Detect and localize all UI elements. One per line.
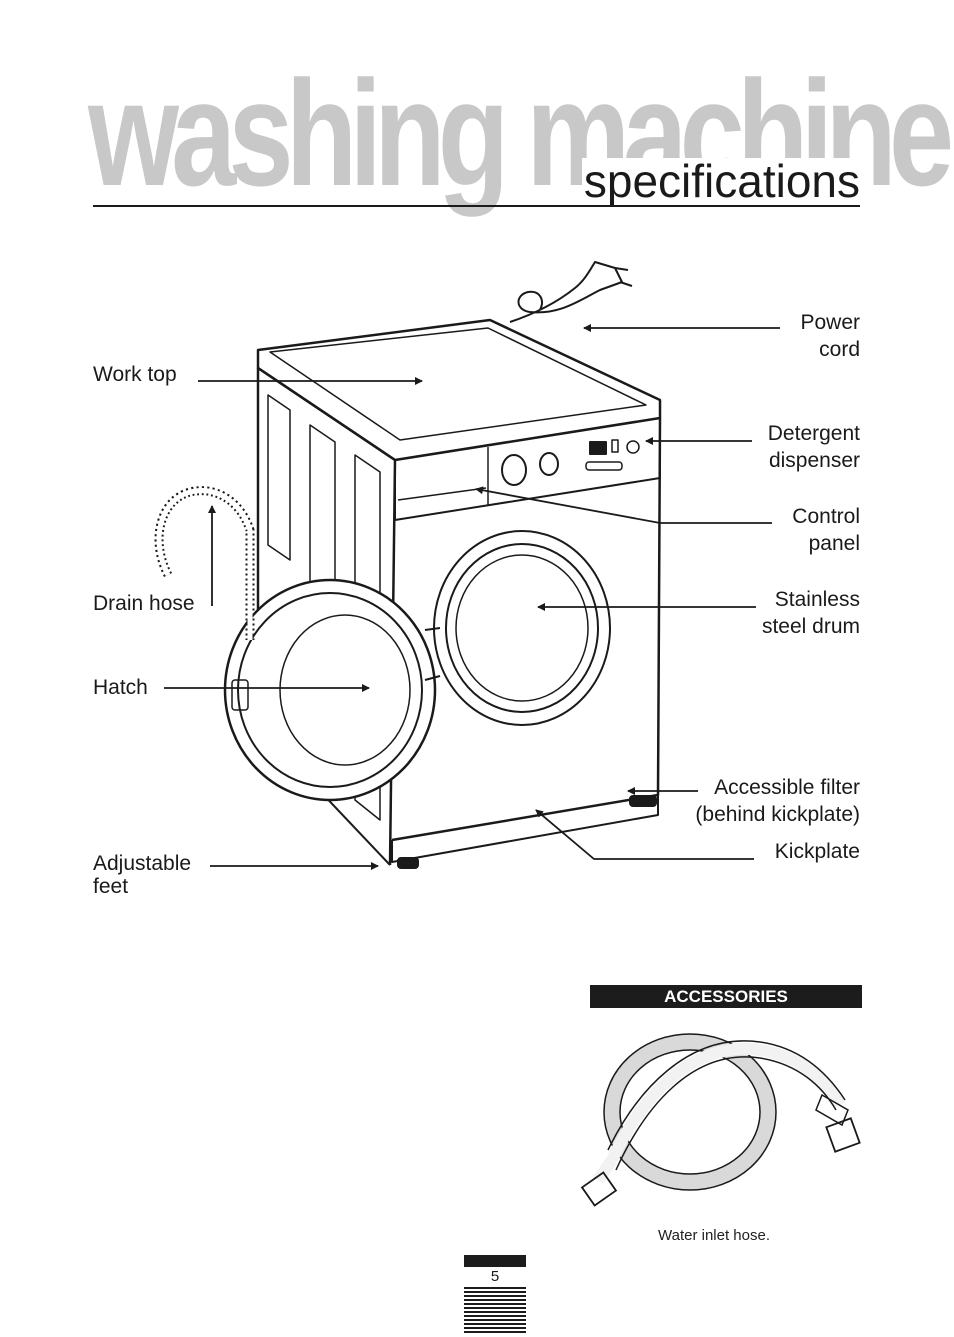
page-number-top-bar bbox=[464, 1255, 526, 1267]
page-number-stripes bbox=[464, 1287, 526, 1335]
control-panel-drawing bbox=[394, 417, 661, 521]
label-power-cord: Power cord bbox=[800, 309, 860, 363]
water-inlet-hose-illustration bbox=[580, 1033, 861, 1207]
label-filter-line2: (behind kickplate) bbox=[695, 803, 860, 826]
label-drum-line2: steel drum bbox=[761, 615, 860, 638]
label-detergent-line1: Detergent bbox=[767, 422, 860, 445]
label-hatch: Hatch bbox=[93, 676, 148, 699]
label-power-cord-line2: cord bbox=[819, 338, 860, 361]
drain-hose-drawing bbox=[154, 486, 255, 640]
label-drum-line1: Stainless bbox=[774, 588, 860, 611]
label-drain-hose: Drain hose bbox=[93, 592, 195, 615]
washing-machine-illustration bbox=[154, 261, 662, 869]
label-control-line1: Control bbox=[792, 505, 860, 528]
power-cord-drawing bbox=[509, 261, 623, 323]
label-adjustable-feet-line1: Adjustable bbox=[93, 852, 192, 875]
page-number: 5 bbox=[490, 1268, 500, 1285]
label-adjustable-feet: Adjustable feet bbox=[93, 852, 191, 898]
page-number-box: 5 bbox=[464, 1255, 526, 1335]
label-detergent-line2: dispenser bbox=[768, 449, 860, 472]
hatch-drawing bbox=[223, 578, 437, 802]
label-stainless-steel-drum: Stainless steel drum bbox=[762, 586, 860, 640]
page-title: specifications bbox=[581, 155, 860, 207]
label-control-panel: Control panel bbox=[792, 503, 860, 557]
leader-lines bbox=[164, 324, 780, 870]
work-top-drawing bbox=[256, 318, 662, 462]
leader-kickplate bbox=[535, 809, 754, 860]
title-rule bbox=[93, 205, 860, 207]
label-adjustable-feet-line2: feet bbox=[93, 875, 129, 898]
leader-control-panel bbox=[475, 486, 772, 524]
accessory-caption: Water inlet hose. bbox=[658, 1227, 770, 1244]
label-kickplate: Kickplate bbox=[774, 840, 860, 863]
label-filter-line1: Accessible filter bbox=[714, 776, 860, 799]
label-power-cord-line1: Power bbox=[800, 311, 860, 334]
label-control-line2: panel bbox=[808, 532, 860, 555]
drum-porthole bbox=[433, 530, 611, 726]
label-accessible-filter: Accessible filter (behind kickplate) bbox=[695, 774, 860, 828]
accessories-heading: ACCESSORIES bbox=[590, 985, 862, 1008]
label-detergent-dispenser: Detergent dispenser bbox=[768, 420, 860, 474]
label-work-top: Work top bbox=[93, 363, 177, 386]
